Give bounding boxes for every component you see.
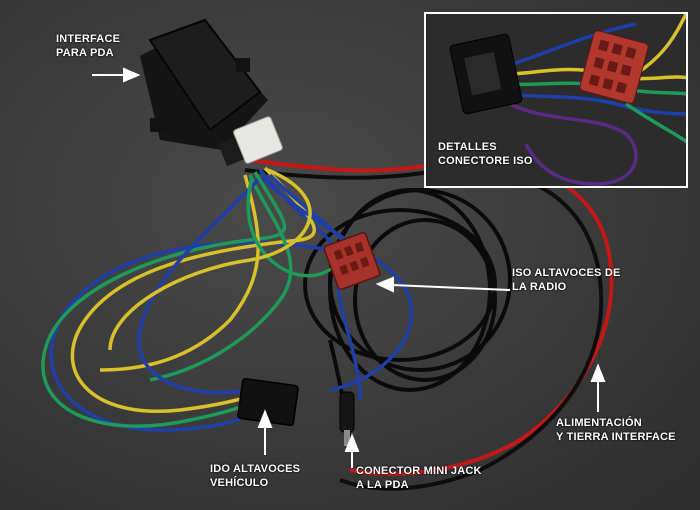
label-alimentacion: ALIMENTACIÓN Y TIERRA INTERFACE — [556, 417, 676, 443]
mini-jack-plug — [339, 391, 355, 433]
label-mini-jack: CONECTOR MINI JACK A LA PDA — [356, 465, 482, 491]
annotation-arrows — [92, 67, 606, 468]
black-ground-wire — [244, 167, 604, 491]
iso-detail-photo — [426, 14, 686, 186]
label-iso-radio: ISO ALTAVOCES DE LA RADIO — [512, 267, 621, 293]
white-molex-connector — [233, 116, 283, 164]
interface-box — [140, 18, 283, 167]
label-interface-pda: INTERFACE PARA PDA — [56, 33, 121, 59]
label-ido-vehiculo: IDO ALTAVOCES VEHÍCULO — [210, 463, 301, 489]
label-detail-iso: DETALLES CONECTORE ISO — [438, 141, 533, 167]
iso-radio-connector — [323, 231, 381, 291]
iso-detail-inset: DETALLES CONECTORE ISO — [424, 12, 688, 188]
red-power-wire — [249, 158, 614, 476]
